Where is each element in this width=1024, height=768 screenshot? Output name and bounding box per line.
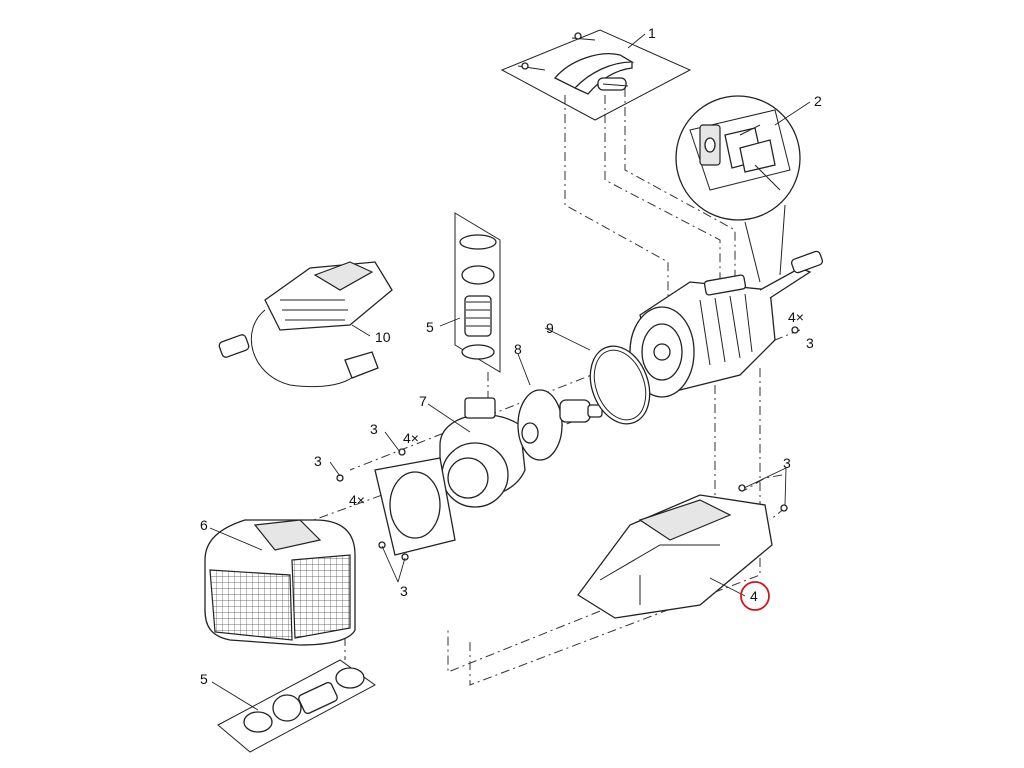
callout-5-bottom: 5 <box>200 671 208 687</box>
callout-3-bracket: 3 <box>400 583 408 599</box>
callout-4: 4 <box>750 588 758 604</box>
callouts: 1 2 4× 3 5 10 9 8 7 3 4× 3 4× 3 6 3 5 4 <box>200 25 822 687</box>
part-5-top-seal-set <box>454 212 501 373</box>
callout-4x-right: 4× <box>788 309 804 325</box>
part-2-detail-circle <box>675 95 801 283</box>
callout-4x-left: 4× <box>349 492 365 508</box>
callout-4-highlight-ring <box>740 581 770 611</box>
callout-6: 6 <box>200 517 208 533</box>
part-1-handle <box>500 29 692 121</box>
motor-housing <box>629 250 824 398</box>
callout-1: 1 <box>648 25 656 41</box>
gasket-plate <box>374 457 456 556</box>
callout-3-right-top: 3 <box>806 335 814 351</box>
callout-3-right-low: 3 <box>783 455 791 471</box>
part-9-o-ring <box>589 345 651 425</box>
callout-8: 8 <box>514 341 522 357</box>
part-6-filter-basket <box>204 519 356 646</box>
leader-lines <box>209 33 811 711</box>
callout-7: 7 <box>419 393 427 409</box>
callout-4x-mid: 4× <box>403 430 419 446</box>
part-8-rotor <box>517 389 603 461</box>
part-5-bottom-inlet-kit <box>217 659 376 753</box>
callout-5-top: 5 <box>426 319 434 335</box>
screws <box>336 326 799 561</box>
callout-3-left: 3 <box>314 453 322 469</box>
callout-2: 2 <box>814 93 822 109</box>
part-7-pump-housing <box>439 397 526 508</box>
callout-10: 10 <box>375 329 391 345</box>
callout-9: 9 <box>546 320 554 336</box>
part-10-controller <box>218 261 393 388</box>
part-4-base <box>577 494 773 619</box>
callout-3-mid-top: 3 <box>370 421 378 437</box>
